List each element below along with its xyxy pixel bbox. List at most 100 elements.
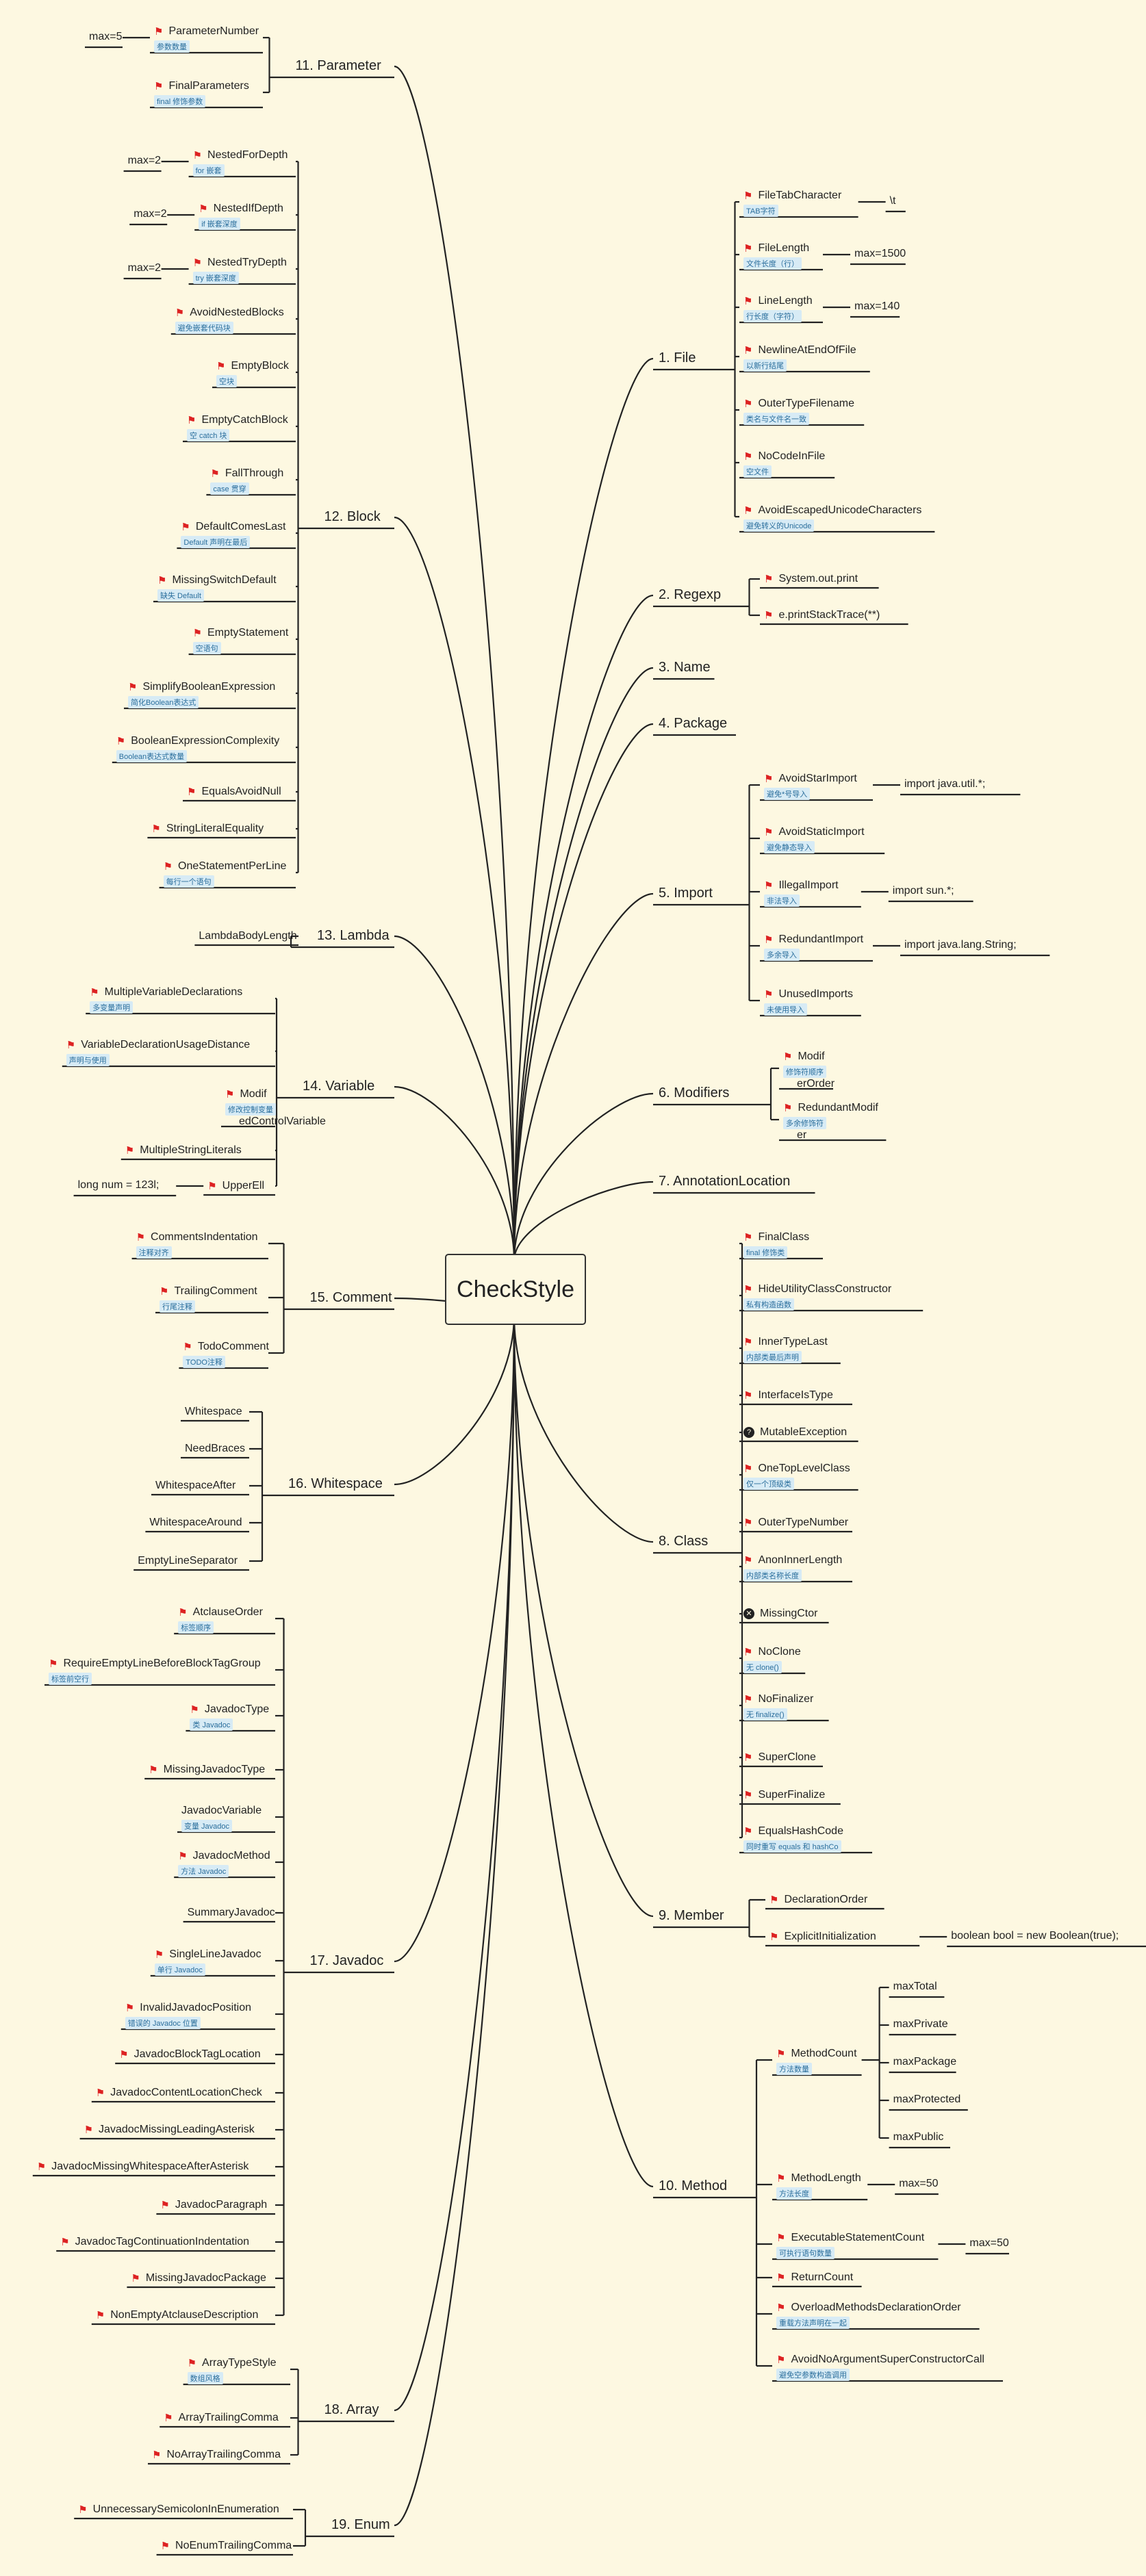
branch-10[interactable]: 10. Method (659, 2178, 728, 2193)
leaf-interfaceistype[interactable]: ⚑InterfaceIsType (739, 1387, 861, 1404)
branch-11[interactable]: 11. Parameter (295, 58, 381, 73)
leaf-missingjavadoctype[interactable]: ⚑MissingJavadocType (144, 1761, 283, 1779)
leaf-value[interactable]: max=1500 (854, 248, 906, 259)
branch-13[interactable]: 13. Lambda (317, 928, 390, 943)
leaf-explicitinitialization[interactable]: ⚑ExplicitInitialization (765, 1928, 928, 1946)
leaf-whitespace[interactable]: Whitespace (181, 1403, 257, 1421)
leaf-value[interactable]: import java.util.*; (904, 778, 986, 790)
leaf-value[interactable]: boolean bool = new Boolean(true); (951, 1930, 1119, 1942)
leaf-nonemptyatclausedescription[interactable]: ⚑NonEmptyAtclauseDescription (92, 2306, 283, 2324)
leaf-equalsavoidnull[interactable]: ⚑EqualsAvoidNull (183, 783, 304, 801)
leaf-javadocblocktaglocation[interactable]: ⚑JavadocBlockTagLocation (115, 2046, 283, 2063)
leaf-stringliteralequality[interactable]: ⚑StringLiteralEquality (147, 820, 304, 838)
leaf-javadoccontentlocationcheck[interactable]: ⚑JavadocContentLocationCheck (92, 2084, 283, 2102)
branch-12[interactable]: 12. Block (324, 509, 381, 524)
leaf-javadocmissingleadingasterisk[interactable]: ⚑JavadocMissingLeadingAsterisk (80, 2121, 283, 2139)
leaf-declarationorder[interactable]: ⚑DeclarationOrder (765, 1891, 893, 1909)
leaf-value[interactable]: max=2 (127, 155, 162, 166)
branch-7[interactable]: 7. AnnotationLocation (659, 1174, 791, 1189)
root-topic[interactable]: CheckStyle (445, 1254, 586, 1325)
leaf-javadocmissingwhitespaceafterasterisk[interactable]: ⚑JavadocMissingWhitespaceAfterAsterisk (33, 2158, 283, 2176)
method-count-option[interactable]: maxPublic (893, 2131, 944, 2143)
leaf-javadoctagcontinuationindentation[interactable]: ⚑JavadocTagContinuationIndentation (56, 2233, 283, 2251)
leaf-value[interactable]: import java.lang.String; (904, 939, 1017, 951)
leaf-value[interactable]: max=2 (127, 262, 162, 274)
leaf-value[interactable]: import sun.*; (892, 885, 954, 897)
leaf-missingctor[interactable]: ✕MissingCtor (739, 1605, 837, 1623)
method-count-option[interactable]: maxPrivate (893, 2018, 948, 2030)
leaf-upperell[interactable]: ⚑UpperEll (203, 1177, 283, 1195)
leaf-value[interactable]: max=50 (899, 2178, 939, 2189)
leaf-whitespaceafter[interactable]: WhitespaceAfter (151, 1477, 257, 1495)
leaf-superfinalize[interactable]: ⚑SuperFinalize (739, 1786, 849, 1804)
leaf-arraytrailingcomma[interactable]: ⚑ArrayTrailingComma (160, 2409, 298, 2427)
branch-18[interactable]: 18. Array (324, 2402, 379, 2417)
leaf-unnecessarysemicoloninenumeration[interactable]: ⚑UnnecessarySemicolonInEnumeration (74, 2501, 301, 2519)
leaf-noenumtrailingcomma[interactable]: ⚑NoEnumTrailingComma (157, 2537, 301, 2555)
leaf-lambdabodylength[interactable]: LambdaBodyLength (194, 927, 307, 945)
method-count-option[interactable]: maxProtected (893, 2094, 961, 2105)
leaf-e-printstacktrace-[interactable]: ⚑e.printStackTrace(**) (760, 606, 917, 624)
method-count-option[interactable]: maxTotal (893, 1981, 937, 1992)
leaf-value[interactable]: \t (889, 195, 896, 207)
leaf-value[interactable]: max=2 (133, 208, 167, 220)
leaf-outertypenumber[interactable]: ⚑OuterTypeNumber (739, 1514, 861, 1532)
branch-2[interactable]: 2. Regexp (659, 587, 722, 602)
leaf-system-out-print[interactable]: ⚑System.out.print (760, 570, 887, 588)
leaf-missingjavadocpackage[interactable]: ⚑MissingJavadocPackage (127, 2269, 283, 2287)
branch-16[interactable]: 16. Whitespace (288, 1476, 383, 1491)
leaf-multiplestringliterals[interactable]: ⚑MultipleStringLiterals (121, 1142, 283, 1159)
branch-5[interactable]: 5. Import (659, 886, 713, 901)
leaf-noarraytrailingcomma[interactable]: ⚑NoArrayTrailingComma (148, 2446, 298, 2464)
leaf-value[interactable]: max=5 (89, 31, 123, 42)
branch-1[interactable]: 1. File (659, 350, 696, 365)
leaf-needbraces[interactable]: NeedBraces (181, 1440, 257, 1458)
branch-19[interactable]: 19. Enum (331, 2517, 390, 2532)
branch-4[interactable]: 4. Package (659, 716, 728, 731)
